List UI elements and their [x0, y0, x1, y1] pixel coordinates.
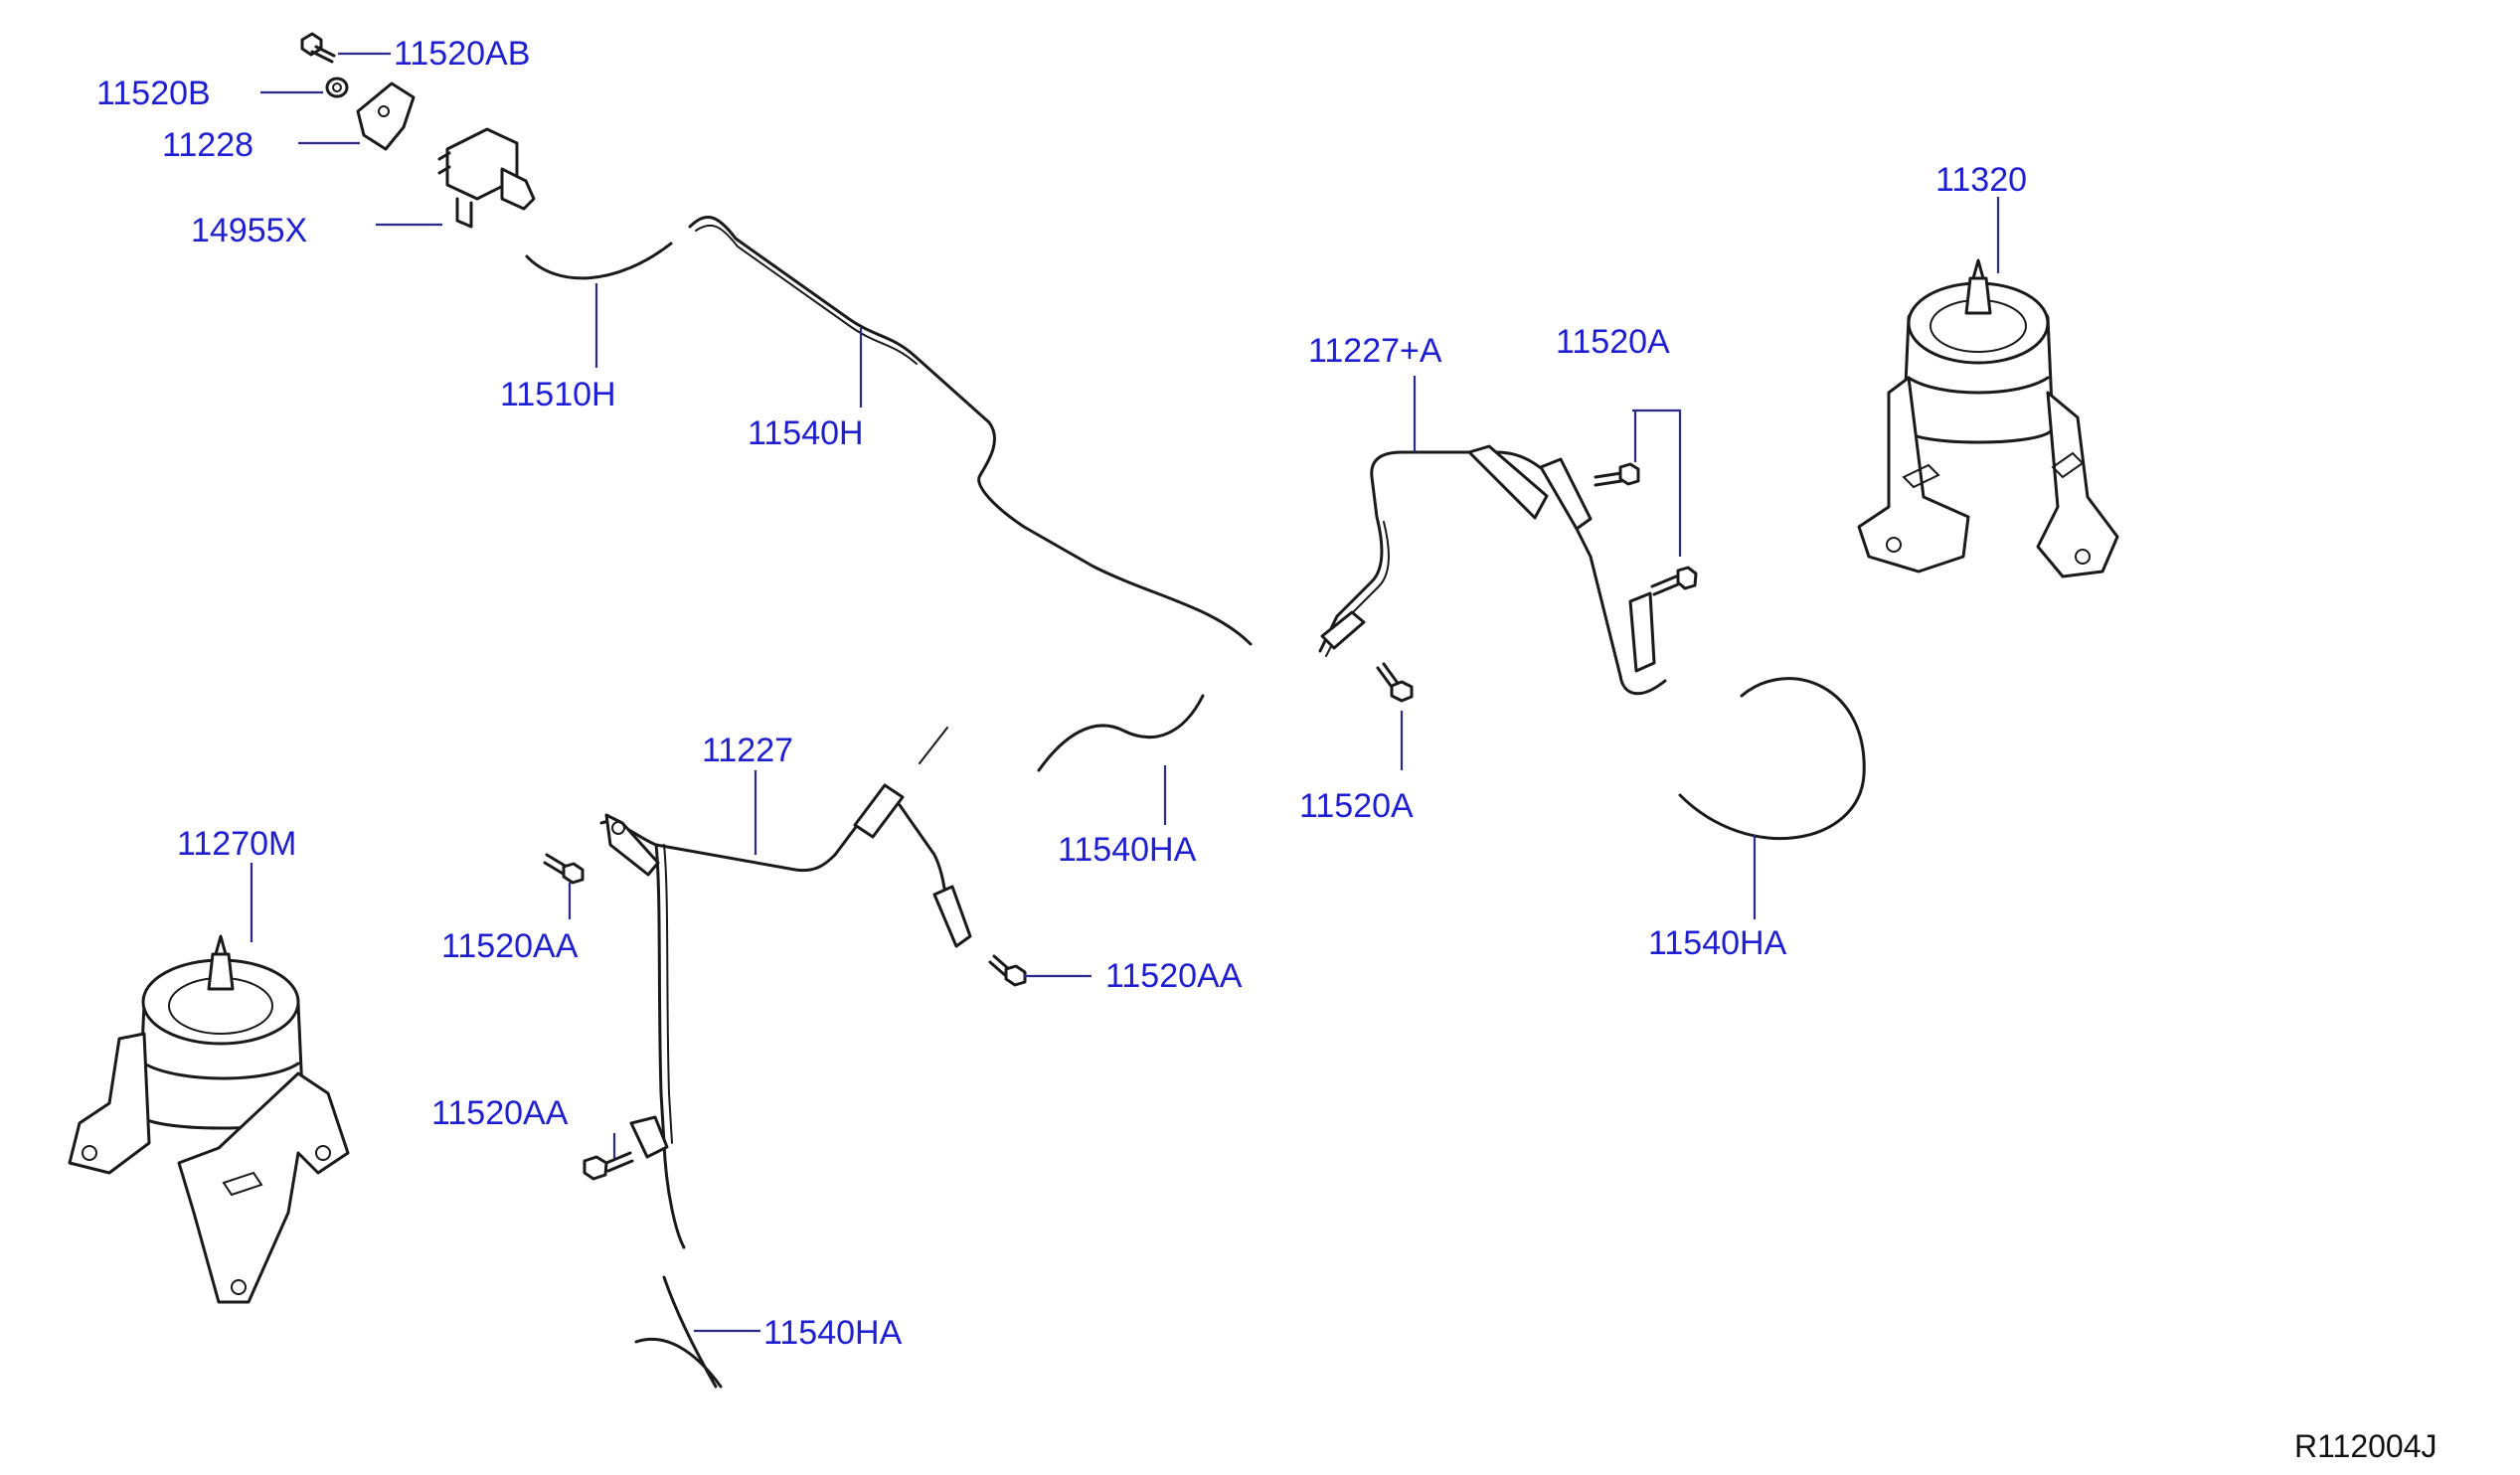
label-11540h: 11540H [748, 414, 864, 452]
label-11540ha-bottom: 11540HA [763, 1314, 903, 1352]
label-11510h: 11510H [500, 376, 616, 413]
label-11228: 11228 [162, 126, 253, 164]
bolt-11520a-lower-icon [1650, 566, 1698, 596]
label-11520aa-right: 11520AA [1105, 957, 1243, 995]
label-11227a: 11227+A [1308, 332, 1442, 370]
hose-11540ha-middle-icon [1037, 694, 1205, 772]
label-11520b: 11520B [96, 75, 211, 112]
pipe-assembly-11227-icon [599, 727, 972, 1249]
engine-mount-11270m-icon [68, 934, 350, 1304]
pipe-11540h-icon [688, 216, 1253, 646]
bolt-11520ab-icon [300, 32, 336, 64]
label-11227: 11227 [702, 732, 793, 769]
bolt-11520a-middle-icon [1376, 662, 1414, 703]
label-11520ab: 11520AB [394, 35, 530, 73]
label-11540ha-right: 11540HA [1648, 924, 1787, 962]
solenoid-valve-14955x-icon [437, 127, 536, 229]
bolt-11520aa-low-icon [583, 1151, 634, 1181]
diagram-reference-code: R112004J [2294, 1428, 2437, 1464]
label-11520a-upper: 11520A [1556, 323, 1670, 361]
nut-11520b-icon [325, 77, 349, 98]
bolt-11520aa-right-icon [988, 954, 1027, 987]
label-11520aa-left: 11520AA [441, 927, 579, 965]
bolt-11520a-upper-icon [1594, 462, 1640, 487]
engine-mount-11320-icon [1857, 258, 2119, 578]
bracket-11228-icon [356, 82, 416, 151]
hose-11510h-icon [525, 242, 673, 280]
leader-11520a-upper [1632, 409, 1682, 557]
bolt-11520aa-left-icon [543, 853, 585, 885]
pipe-assembly-11227a-icon [1318, 444, 1667, 696]
hose-11540ha-bottom-icon [634, 1275, 723, 1389]
label-11520a-middle: 11520A [1299, 787, 1414, 825]
label-11520aa-low: 11520AA [431, 1094, 569, 1132]
label-14955x: 14955X [191, 212, 307, 249]
hose-11540ha-right-icon [1678, 677, 1866, 840]
label-11540ha-middle: 11540HA [1058, 831, 1197, 869]
label-11270m: 11270M [177, 825, 296, 863]
label-11320: 11320 [1935, 161, 2027, 199]
